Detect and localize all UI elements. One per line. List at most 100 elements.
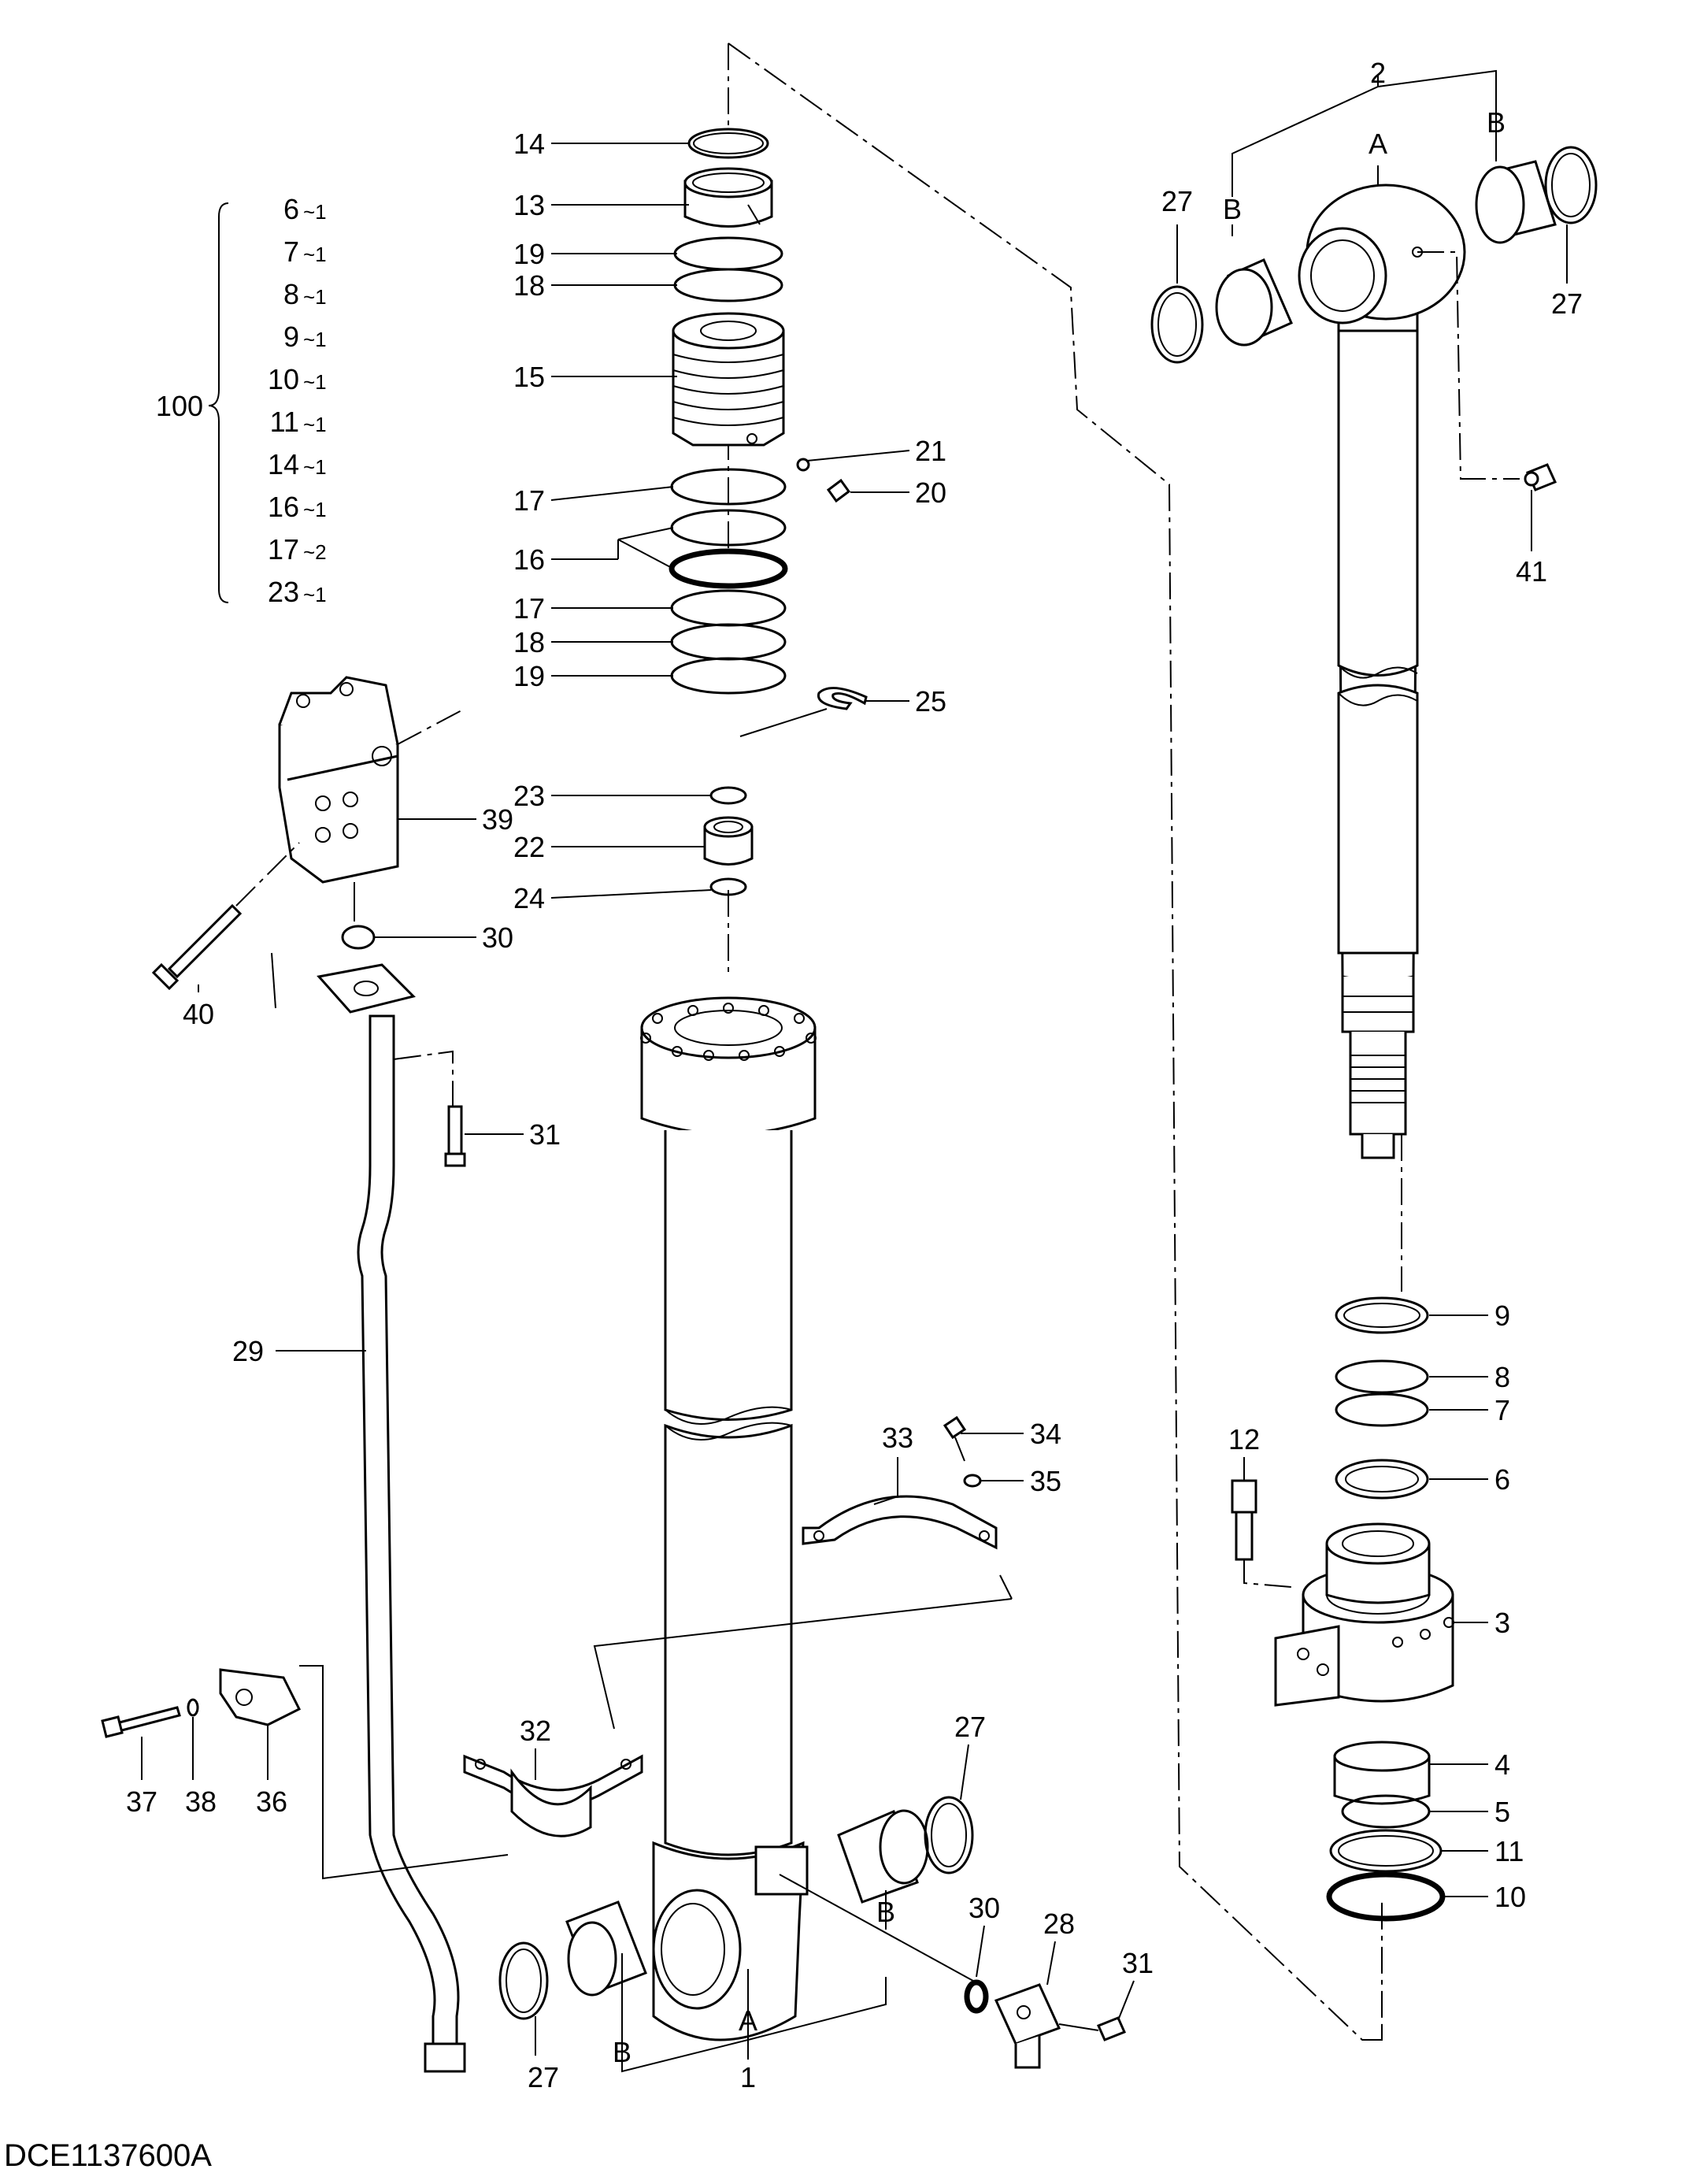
ball-21 <box>796 458 810 472</box>
kit-number: 100 <box>156 390 203 422</box>
callout-35: 35 <box>1030 1465 1061 1497</box>
bolt-31-upper <box>444 1105 466 1167</box>
callout-40: 40 <box>183 998 214 1030</box>
callout-4: 4 <box>1494 1748 1510 1781</box>
bolt-34 <box>943 1415 967 1462</box>
callout-39: 39 <box>482 803 513 836</box>
callout-20: 20 <box>915 476 946 509</box>
callout-9: 9 <box>1494 1300 1510 1332</box>
kit-item-part: 10 <box>268 363 299 395</box>
center-assembly-line <box>728 43 1402 2041</box>
kit-brace <box>208 202 229 603</box>
callout-19: 19 <box>513 238 545 270</box>
callout-10: 10 <box>1494 1881 1526 1913</box>
callout-41: 41 <box>1516 555 1547 588</box>
kit-item-qty: ~2 <box>303 540 327 564</box>
callout-17: 17 <box>513 592 545 625</box>
callout-27: 27 <box>528 2061 559 2093</box>
wear-ring-13 <box>683 167 773 228</box>
seal-11 <box>1329 1829 1443 1873</box>
callout-27: 27 <box>954 1711 986 1743</box>
pin-letters: A B B A B B <box>613 106 1506 2068</box>
bushing-rod-right <box>1475 160 1557 244</box>
dust-seal-27-rod-left <box>1150 285 1204 364</box>
valve-39 <box>278 676 399 884</box>
kit-item-qty: ~1 <box>303 413 327 436</box>
seal-6 <box>1335 1459 1429 1500</box>
tube-end-bolt-holes <box>640 1003 817 1061</box>
callout-36: 36 <box>256 1785 287 1818</box>
kit-item-part: 11 <box>270 406 299 438</box>
callout-37: 37 <box>126 1785 157 1818</box>
elbow-28 <box>994 1983 1061 2069</box>
callout-34: 34 <box>1030 1418 1061 1450</box>
kit-item-qty: ~1 <box>303 370 327 394</box>
callout-19: 19 <box>513 660 545 692</box>
bushing-right-tube <box>837 1809 929 1904</box>
callout-18: 18 <box>513 269 545 302</box>
callout-30: 30 <box>482 921 513 954</box>
kit-item-qty: ~1 <box>303 285 327 309</box>
callout-31: 31 <box>529 1118 561 1151</box>
kit-list: 100 6 ~1 7 ~1 8 ~1 9 ~1 10 ~1 11 ~1 14 ~… <box>156 193 327 608</box>
callout-5: 5 <box>1494 1796 1510 1828</box>
callout-17: 17 <box>513 484 545 517</box>
dust-seal-27-rod-right <box>1544 146 1598 224</box>
kit-item-part: 17 <box>268 533 299 565</box>
drawing-code: DCE1137600A <box>4 2138 212 2173</box>
callout-14: 14 <box>513 128 545 160</box>
leader-lines <box>141 69 1568 2073</box>
callout-3: 3 <box>1494 1607 1510 1639</box>
piston-15 <box>672 312 785 447</box>
letter-b-tube-right: B <box>876 1896 895 1928</box>
letter-b-rod-left: B <box>1223 193 1242 225</box>
kit-item-qty: ~1 <box>303 328 327 351</box>
bolt-37 <box>101 1706 181 1738</box>
callout-12: 12 <box>1228 1423 1260 1455</box>
callout-7: 7 <box>1494 1394 1510 1426</box>
callout-24: 24 <box>513 882 545 914</box>
backup-rings-19-18 <box>673 236 783 302</box>
callout-27: 27 <box>1161 185 1193 217</box>
callout-labels: 14 13 19 18 15 17 16 17 18 19 21 20 25 2… <box>126 57 1583 2093</box>
seals-8-7 <box>1335 1359 1429 1427</box>
bushing-left-tube <box>565 1900 647 1997</box>
ring-14 <box>687 128 769 159</box>
callout-21: 21 <box>915 435 946 467</box>
pipe-29 <box>357 1014 466 2073</box>
kit-item-part: 16 <box>268 491 299 523</box>
kit-item-qty: ~1 <box>303 583 327 606</box>
dust-seal-27-right-tube <box>924 1796 974 1874</box>
clamp-33 <box>802 1495 998 1550</box>
callout-27: 27 <box>1551 287 1583 320</box>
dust-seal-27-left-tube <box>498 1941 549 2020</box>
kit-item-part: 8 <box>283 278 299 310</box>
cylinder-tube-1 <box>640 996 817 2041</box>
washer-38 <box>187 1698 199 1717</box>
callout-2: 2 <box>1370 57 1386 89</box>
callout-30: 30 <box>969 1892 1000 1924</box>
letter-b-rod-right: B <box>1487 106 1506 139</box>
ring-23 <box>709 786 747 805</box>
letter-a-rod: A <box>1369 128 1387 160</box>
callout-29: 29 <box>232 1335 264 1367</box>
letter-a-tube: A <box>739 2004 757 2037</box>
kit-item-qty: ~1 <box>303 200 327 224</box>
bushing-22 <box>703 816 754 866</box>
kit-item-qty: ~1 <box>303 498 327 521</box>
oring-10 <box>1326 1871 1446 1922</box>
callout-32: 32 <box>520 1715 551 1747</box>
callout-18: 18 <box>513 626 545 658</box>
clamp-32 <box>463 1754 643 1837</box>
bushing-4 <box>1333 1741 1431 1805</box>
oring-30-lower <box>964 1979 989 2014</box>
bolt-40 <box>151 903 243 991</box>
ring-24 <box>709 877 747 896</box>
oring-30-upper <box>341 925 376 950</box>
callout-22: 22 <box>513 831 545 863</box>
callout-33: 33 <box>882 1422 913 1454</box>
callout-38: 38 <box>185 1785 217 1818</box>
bolt-12 <box>1231 1479 1257 1561</box>
rod-2 <box>1298 184 1466 1159</box>
kit-item-qty: ~1 <box>303 455 327 479</box>
